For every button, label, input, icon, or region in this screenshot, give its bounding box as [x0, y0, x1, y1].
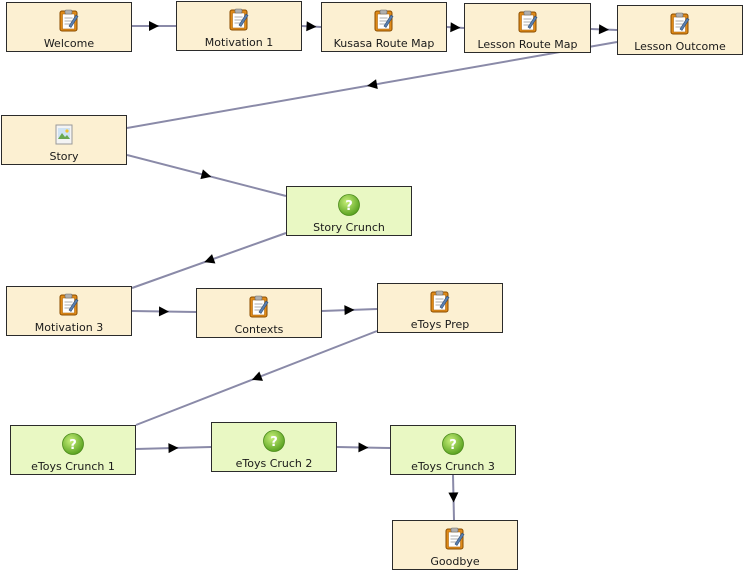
edge-welcome-to-motivation-1 — [132, 21, 176, 31]
notepad-icon — [443, 527, 467, 551]
edge-arrowhead — [448, 492, 459, 503]
question-icon: ? — [441, 432, 465, 456]
node-goodbye[interactable]: Goodbye — [392, 520, 518, 570]
notepad-icon — [57, 9, 81, 33]
edge-arrowhead — [251, 371, 263, 381]
node-contexts[interactable]: Contexts — [196, 288, 322, 338]
edge-etoys-crunch-3-to-goodbye — [448, 474, 459, 521]
node-label: Story — [49, 150, 79, 163]
edge-arrowhead — [358, 442, 369, 453]
node-story[interactable]: Story — [1, 115, 127, 165]
notepad-icon — [668, 12, 692, 36]
notepad-icon — [247, 295, 271, 319]
edge-layer — [126, 21, 618, 521]
edge-etoys-prep-to-etoys-crunch-1 — [135, 330, 378, 426]
edge-arrowhead — [204, 254, 216, 264]
node-lesson-route-map[interactable]: Lesson Route Map — [464, 3, 591, 53]
notepad-icon — [57, 293, 81, 317]
question-icon: ? — [337, 193, 361, 217]
node-label: Motivation 1 — [204, 36, 274, 49]
node-label: Kusasa Route Map — [333, 37, 435, 50]
node-label: eToys Prep — [410, 318, 470, 331]
node-etoys-crunch-3[interactable]: ? eToys Crunch 3 — [390, 425, 516, 475]
edge-arrowhead — [450, 22, 461, 33]
node-label: Lesson Outcome — [634, 40, 726, 53]
svg-text:?: ? — [345, 199, 353, 214]
edge-motivation-1-to-kusasa-route-map — [301, 21, 322, 32]
question-icon: ? — [262, 429, 286, 453]
edge-arrowhead — [598, 24, 609, 35]
node-kusasa-route-map[interactable]: Kusasa Route Map — [321, 2, 447, 52]
svg-text:?: ? — [69, 438, 77, 453]
node-label: Contexts — [234, 323, 284, 336]
edge-arrowhead — [367, 79, 378, 90]
notepad-icon — [428, 290, 452, 314]
notepad-icon — [516, 10, 540, 34]
node-lesson-outcome[interactable]: Lesson Outcome — [617, 5, 743, 55]
node-label: eToys Crunch 1 — [31, 460, 115, 473]
node-label: Motivation 3 — [34, 321, 104, 334]
edge-etoys-cruch-2-to-etoys-crunch-3 — [336, 442, 391, 453]
edge-story-crunch-to-motivation-3 — [131, 232, 287, 289]
edge-story-to-story-crunch — [126, 154, 287, 197]
svg-text:?: ? — [449, 438, 457, 453]
edge-arrowhead — [149, 21, 159, 31]
node-story-crunch[interactable]: ? Story Crunch — [286, 186, 412, 236]
edge-lesson-outcome-to-story — [126, 41, 618, 129]
edge-arrowhead — [158, 306, 169, 317]
node-label: Goodbye — [430, 555, 480, 568]
node-etoys-crunch-1[interactable]: ? eToys Crunch 1 — [10, 425, 136, 475]
edge-arrowhead — [306, 21, 317, 32]
image-icon — [52, 122, 76, 146]
notepad-icon — [227, 8, 251, 32]
notepad-icon — [372, 9, 396, 33]
edge-arrowhead — [168, 443, 179, 454]
edge-etoys-crunch-1-to-etoys-cruch-2 — [135, 443, 212, 454]
question-icon: ? — [61, 432, 85, 456]
node-etoys-cruch-2[interactable]: ? eToys Cruch 2 — [211, 422, 337, 472]
node-label: Welcome — [43, 37, 95, 50]
edge-arrowhead — [344, 305, 355, 316]
node-label: Story Crunch — [313, 221, 385, 234]
edge-motivation-3-to-contexts — [131, 306, 197, 317]
node-motivation-1[interactable]: Motivation 1 — [176, 1, 302, 51]
edge-kusasa-route-map-to-lesson-route-map — [446, 22, 465, 33]
node-label: Lesson Route Map — [477, 38, 578, 51]
svg-text:?: ? — [270, 435, 278, 450]
edge-contexts-to-etoys-prep — [321, 305, 378, 316]
node-etoys-prep[interactable]: eToys Prep — [377, 283, 503, 333]
edge-arrowhead — [200, 169, 212, 180]
node-welcome[interactable]: Welcome — [6, 2, 132, 52]
node-motivation-3[interactable]: Motivation 3 — [6, 286, 132, 336]
node-label: eToys Cruch 2 — [235, 457, 313, 470]
node-label: eToys Crunch 3 — [411, 460, 495, 473]
edge-lesson-route-map-to-lesson-outcome — [590, 24, 618, 35]
